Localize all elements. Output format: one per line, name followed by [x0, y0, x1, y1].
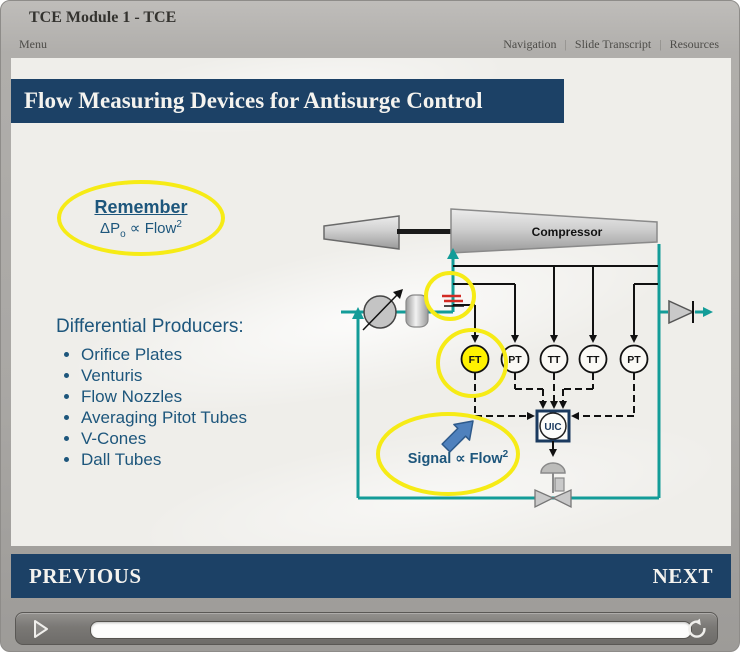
- list-item: Venturis: [56, 365, 247, 386]
- list-item: Flow Nozzles: [56, 386, 247, 407]
- footer-nav-bar: PREVIOUS NEXT: [11, 554, 731, 598]
- play-icon: [34, 620, 48, 638]
- flow-transmitter-label: FT: [469, 354, 482, 366]
- control-valve-left: [534, 488, 555, 509]
- antisurge-pid-diagram: Compressor: [323, 208, 713, 509]
- knockout-drum: [405, 294, 429, 328]
- pressure-transmitter-label: PT: [508, 354, 522, 366]
- list-heading: Differential Producers:: [56, 316, 244, 337]
- link-separator: |: [659, 37, 662, 51]
- delta-p-formula: ΔPo ∝ Flow2: [100, 218, 182, 240]
- recycle-arrowhead: [352, 307, 364, 319]
- bullet-icon: [64, 436, 69, 441]
- suction-arrowhead: [447, 248, 459, 259]
- check-valve-icon: [668, 299, 695, 325]
- control-valve-right: [551, 488, 572, 509]
- menu-button[interactable]: Menu: [19, 37, 47, 51]
- bullet-icon: [64, 394, 69, 399]
- signal-highlight-ellipse: [376, 412, 520, 496]
- orifice-highlight-ellipse: [424, 271, 476, 321]
- pressure-transmitter-bubble: [619, 344, 649, 374]
- list-item: Dall Tubes: [56, 449, 247, 470]
- slide-transcript-link[interactable]: Slide Transcript: [574, 37, 652, 51]
- play-button[interactable]: [28, 617, 52, 641]
- bullet-icon: [64, 457, 69, 462]
- tap-arrowheads: [471, 335, 638, 343]
- uic-controller-circle: [539, 412, 567, 440]
- signal-formula: Signal ∝ Flow2: [407, 449, 509, 467]
- remember-heading: Remember: [94, 196, 188, 217]
- list-item: Averaging Pitot Tubes: [56, 407, 247, 428]
- list-item: Orifice Plates: [56, 344, 247, 365]
- replay-arrowhead: [695, 618, 701, 626]
- throttle-arrow-shaft: [362, 293, 399, 331]
- resources-link[interactable]: Resources: [669, 37, 719, 51]
- slide-title: Flow Measuring Devices for Antisurge Con…: [11, 79, 564, 123]
- signal-lines: [474, 373, 635, 417]
- differential-producers-list: Differential Producers: Orifice Plates V…: [56, 316, 247, 470]
- temperature-transmitter-bubble: [539, 344, 569, 374]
- signal-arrowheads: [527, 401, 579, 420]
- link-separator: |: [564, 37, 567, 51]
- navigation-link[interactable]: Navigation: [503, 37, 557, 51]
- next-button[interactable]: NEXT: [652, 564, 713, 588]
- course-title: TCE Module 1 - TCE: [29, 9, 177, 26]
- output-arrowhead: [549, 449, 557, 457]
- seek-bar[interactable]: [90, 621, 692, 639]
- replay-icon: [688, 620, 706, 638]
- shaft: [397, 229, 453, 234]
- flow-transmitter-bubble: [460, 344, 490, 374]
- compressor-body: [450, 208, 658, 254]
- signal-callout-arrow: [441, 420, 474, 453]
- uic-controller-box: [535, 409, 571, 443]
- bullet-icon: [64, 352, 69, 357]
- previous-button[interactable]: PREVIOUS: [29, 564, 142, 588]
- valve-positioner: [554, 477, 565, 492]
- top-nav-links: Navigation | Slide Transcript | Resource…: [495, 37, 727, 52]
- temperature-transmitter-label: TT: [587, 354, 600, 366]
- driver-body: [323, 215, 400, 250]
- bullet-icon: [64, 373, 69, 378]
- list-item: V-Cones: [56, 428, 247, 449]
- bullet-icon: [64, 415, 69, 420]
- temperature-transmitter-bubble: [578, 344, 608, 374]
- replay-button[interactable]: [685, 617, 709, 641]
- media-player-bar: [15, 612, 718, 645]
- ft-highlight-ellipse: [436, 328, 508, 398]
- pressure-transmitter-label: PT: [627, 354, 641, 366]
- compressor-label: Compressor: [532, 225, 603, 239]
- throttle-arrowhead: [393, 289, 403, 299]
- slide-stage: Flow Measuring Devices for Antisurge Con…: [11, 58, 731, 546]
- uic-controller-label: UIC: [544, 422, 561, 433]
- instrument-tap-lines: [453, 265, 658, 335]
- remember-callout: Remember ΔPo ∝ Flow2: [57, 180, 225, 256]
- temperature-transmitter-label: TT: [548, 354, 561, 366]
- discharge-arrowhead: [703, 307, 713, 317]
- valve-actuator-dome: [540, 462, 566, 474]
- pressure-transmitter-bubble: [500, 344, 530, 374]
